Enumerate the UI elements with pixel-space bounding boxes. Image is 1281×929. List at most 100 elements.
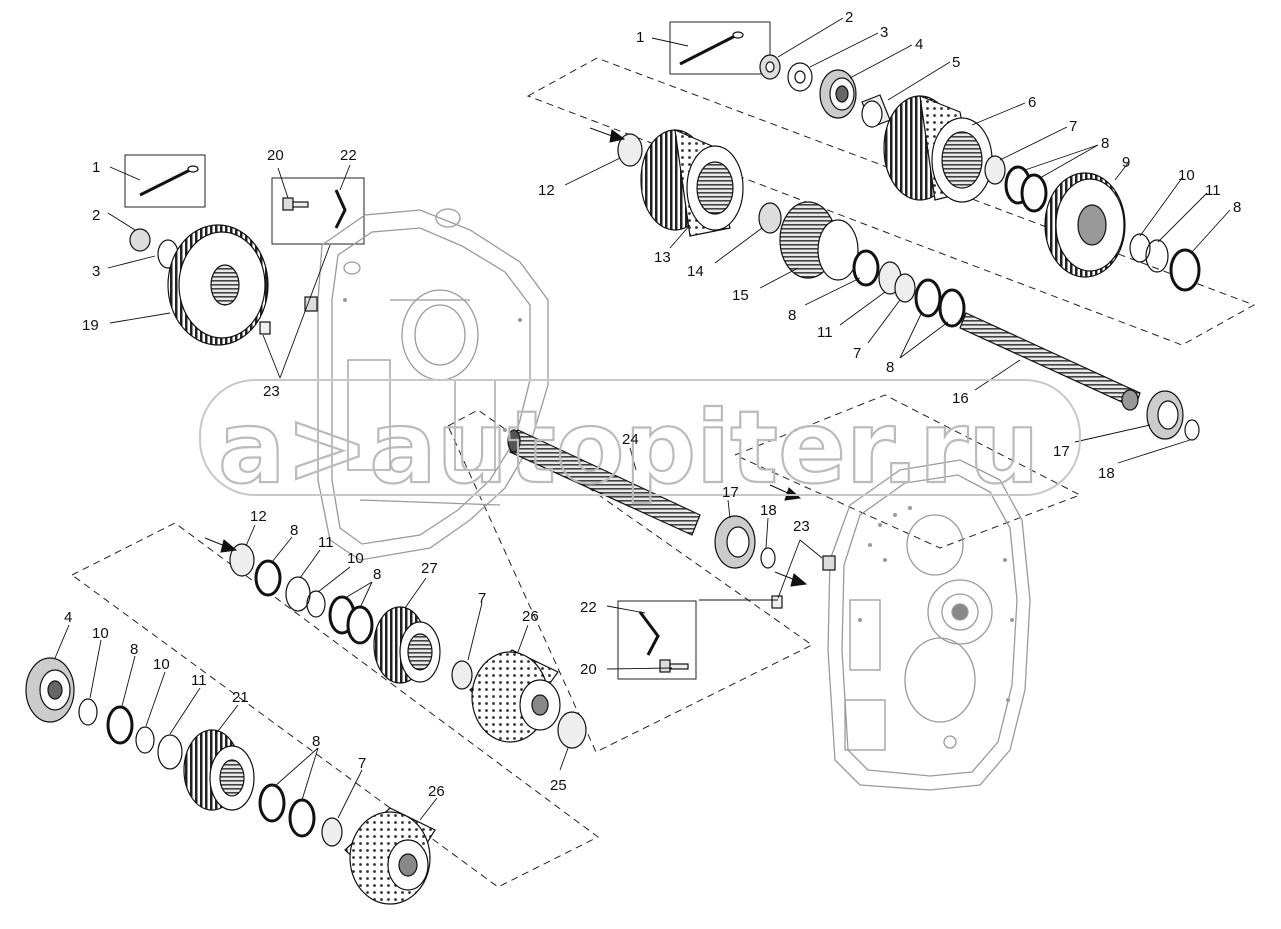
middle-shaft-assembly	[507, 429, 836, 673]
callout-1: 1	[636, 29, 644, 46]
seal-8-mid	[852, 249, 880, 287]
callout-8h: 8	[312, 733, 320, 750]
snap-ring-18-top	[1184, 419, 1200, 441]
callout-18: 18	[1098, 465, 1115, 482]
seal-8b-low	[346, 605, 374, 645]
lower-row-1	[229, 543, 587, 749]
cotter-pin-top	[679, 31, 744, 66]
inset-cotter-pin-top	[669, 21, 771, 75]
bearing-17-top	[1146, 390, 1184, 440]
ring-11-low	[285, 576, 311, 612]
callout-10b: 10	[347, 550, 364, 567]
inset-cotter-pin-left	[124, 154, 206, 208]
watermark-frame	[199, 379, 1081, 496]
housing-bolt-dots	[343, 298, 1014, 702]
bushing-7-top	[984, 155, 1006, 185]
seal-8e-mid	[938, 288, 966, 328]
seal-8-low	[254, 559, 282, 597]
spline-hub-15	[779, 201, 859, 281]
callout-1b: 1	[92, 159, 100, 176]
callout-22b: 22	[580, 599, 597, 616]
ring-10-low3	[135, 726, 155, 754]
bushing-top	[861, 94, 891, 128]
callout-20: 20	[267, 147, 284, 164]
callout-16: 16	[952, 390, 969, 407]
seal-8a-low2	[258, 783, 286, 823]
callout-17: 17	[1053, 443, 1070, 460]
callout-26b: 26	[428, 783, 445, 800]
arrow-right-case	[774, 571, 808, 587]
direction-arrows	[204, 127, 808, 587]
callout-11c: 11	[318, 534, 334, 551]
callout-14: 14	[687, 263, 704, 280]
washer-top	[787, 62, 813, 92]
left-gear-assembly	[129, 165, 347, 346]
callout-12b: 12	[250, 508, 267, 525]
callout-3: 3	[880, 24, 888, 41]
seal-8-low2	[106, 705, 134, 745]
callout-10: 10	[1178, 167, 1195, 184]
callout-11b: 11	[817, 324, 833, 341]
inset-bolt-left	[271, 177, 365, 245]
gearbox-housing-right	[827, 459, 1031, 791]
lock-plate-22-left	[334, 189, 347, 229]
bearing-4-low	[25, 657, 75, 723]
watermark-text: a>autopiter.ru	[218, 389, 1039, 506]
callout-10d: 10	[153, 656, 170, 673]
callout-4: 4	[915, 36, 923, 53]
callout-10c: 10	[92, 625, 109, 642]
seal-8d-mid	[914, 278, 942, 318]
castle-nut-top	[759, 54, 781, 80]
watermark: a>autopiter.ru	[199, 379, 1081, 507]
ring-11-top	[1145, 239, 1169, 273]
bushing-7-mid	[894, 273, 916, 303]
callout-27: 27	[421, 560, 438, 577]
leader-lines	[54, 17, 1231, 821]
upper-shaft-assembly	[617, 31, 1201, 441]
callout-15: 15	[732, 287, 749, 304]
shaft-24-end	[507, 429, 521, 453]
callout-9: 9	[1122, 154, 1130, 171]
callout-6: 6	[1028, 94, 1036, 111]
ring-11-low2	[157, 734, 183, 770]
callout-8d: 8	[886, 359, 894, 376]
callout-12: 12	[538, 182, 555, 199]
lock-tab-23a	[304, 296, 318, 312]
callout-18b: 18	[760, 502, 777, 519]
callout-8c: 8	[788, 307, 796, 324]
shaft-16-end	[1121, 389, 1139, 411]
bushing-12-top	[617, 133, 643, 167]
snap-ring-18-mid	[760, 547, 776, 569]
drum-26-upper	[469, 649, 561, 743]
seal-8b-top	[1020, 173, 1048, 213]
seal-8c-top	[1169, 248, 1201, 292]
bushing-25	[557, 711, 587, 749]
callout-11d: 11	[191, 672, 207, 689]
callout-24: 24	[622, 431, 639, 448]
callout-7d: 7	[358, 755, 366, 772]
callout-4b: 4	[64, 609, 72, 626]
arrow-lower-left	[204, 537, 238, 553]
clutch-drum-13	[640, 129, 744, 237]
callout-2b: 2	[92, 207, 100, 224]
drum-26-lower	[344, 807, 436, 905]
ring-10-low2	[78, 698, 98, 726]
callout-11: 11	[1205, 182, 1221, 199]
inset-boxes	[124, 21, 771, 680]
callout-25: 25	[550, 777, 567, 794]
callout-19: 19	[82, 317, 99, 334]
ring-10-top	[1129, 233, 1151, 263]
upper-shaft-frame	[526, 57, 1256, 346]
gear-9	[1044, 172, 1126, 278]
bolt-20-left	[282, 197, 309, 211]
bushing-12-low	[229, 543, 255, 577]
callout-5: 5	[952, 54, 960, 71]
bolt-20-right	[659, 659, 689, 673]
bearing-17-mid	[714, 515, 756, 569]
callout-8f: 8	[373, 566, 381, 583]
callout-21: 21	[232, 689, 249, 706]
gear-21	[183, 729, 255, 811]
ring-10-low	[306, 590, 326, 618]
arrow-upper	[589, 127, 626, 143]
bearing-top	[819, 69, 857, 119]
